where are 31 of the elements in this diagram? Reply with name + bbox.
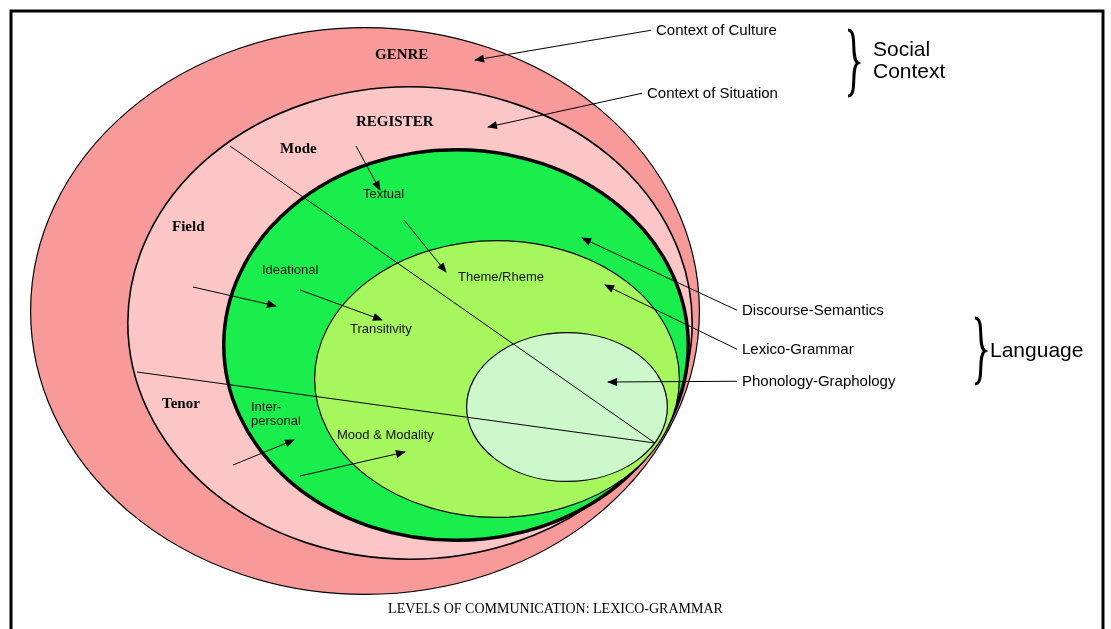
arrow	[581, 237, 738, 311]
region-title: GENRE	[375, 46, 429, 63]
region-title: Mode	[280, 140, 317, 157]
callout-text: Phonology-Graphology	[742, 373, 896, 390]
arrow	[192, 286, 277, 308]
region-label: Mood & Modality	[337, 428, 434, 443]
arrow	[403, 219, 447, 273]
arrow	[607, 377, 738, 386]
region-label: Theme/Rheme	[458, 270, 544, 285]
arrow	[355, 145, 381, 191]
arrow	[474, 29, 652, 63]
region-label: Transitivity	[350, 322, 412, 337]
callout-text: Context of Situation	[647, 85, 778, 102]
callout-text: Context of Culture	[656, 22, 777, 39]
group-label: Social Context	[873, 38, 947, 83]
callout-text: Lexico-Grammar	[742, 341, 854, 358]
region-label: Textual	[363, 187, 405, 202]
arrow	[604, 284, 738, 350]
region-title: Field	[172, 218, 205, 235]
group-label: Language	[990, 339, 1084, 362]
region-title: REGISTER	[356, 113, 434, 130]
region-label: Ideational	[262, 263, 319, 278]
inner-ellipse	[466, 332, 668, 482]
caption-text: LEVELS OF COMMUNICATION: LEXICO-GRAMMAR	[387, 601, 724, 617]
arrow	[299, 289, 383, 321]
region-title: Tenor	[162, 395, 200, 412]
callout-text: Discourse-Semantics	[742, 302, 884, 319]
arrow	[487, 92, 643, 129]
arrow	[299, 450, 406, 477]
arrow	[232, 439, 295, 466]
region-label: Inter- personal	[251, 400, 302, 429]
